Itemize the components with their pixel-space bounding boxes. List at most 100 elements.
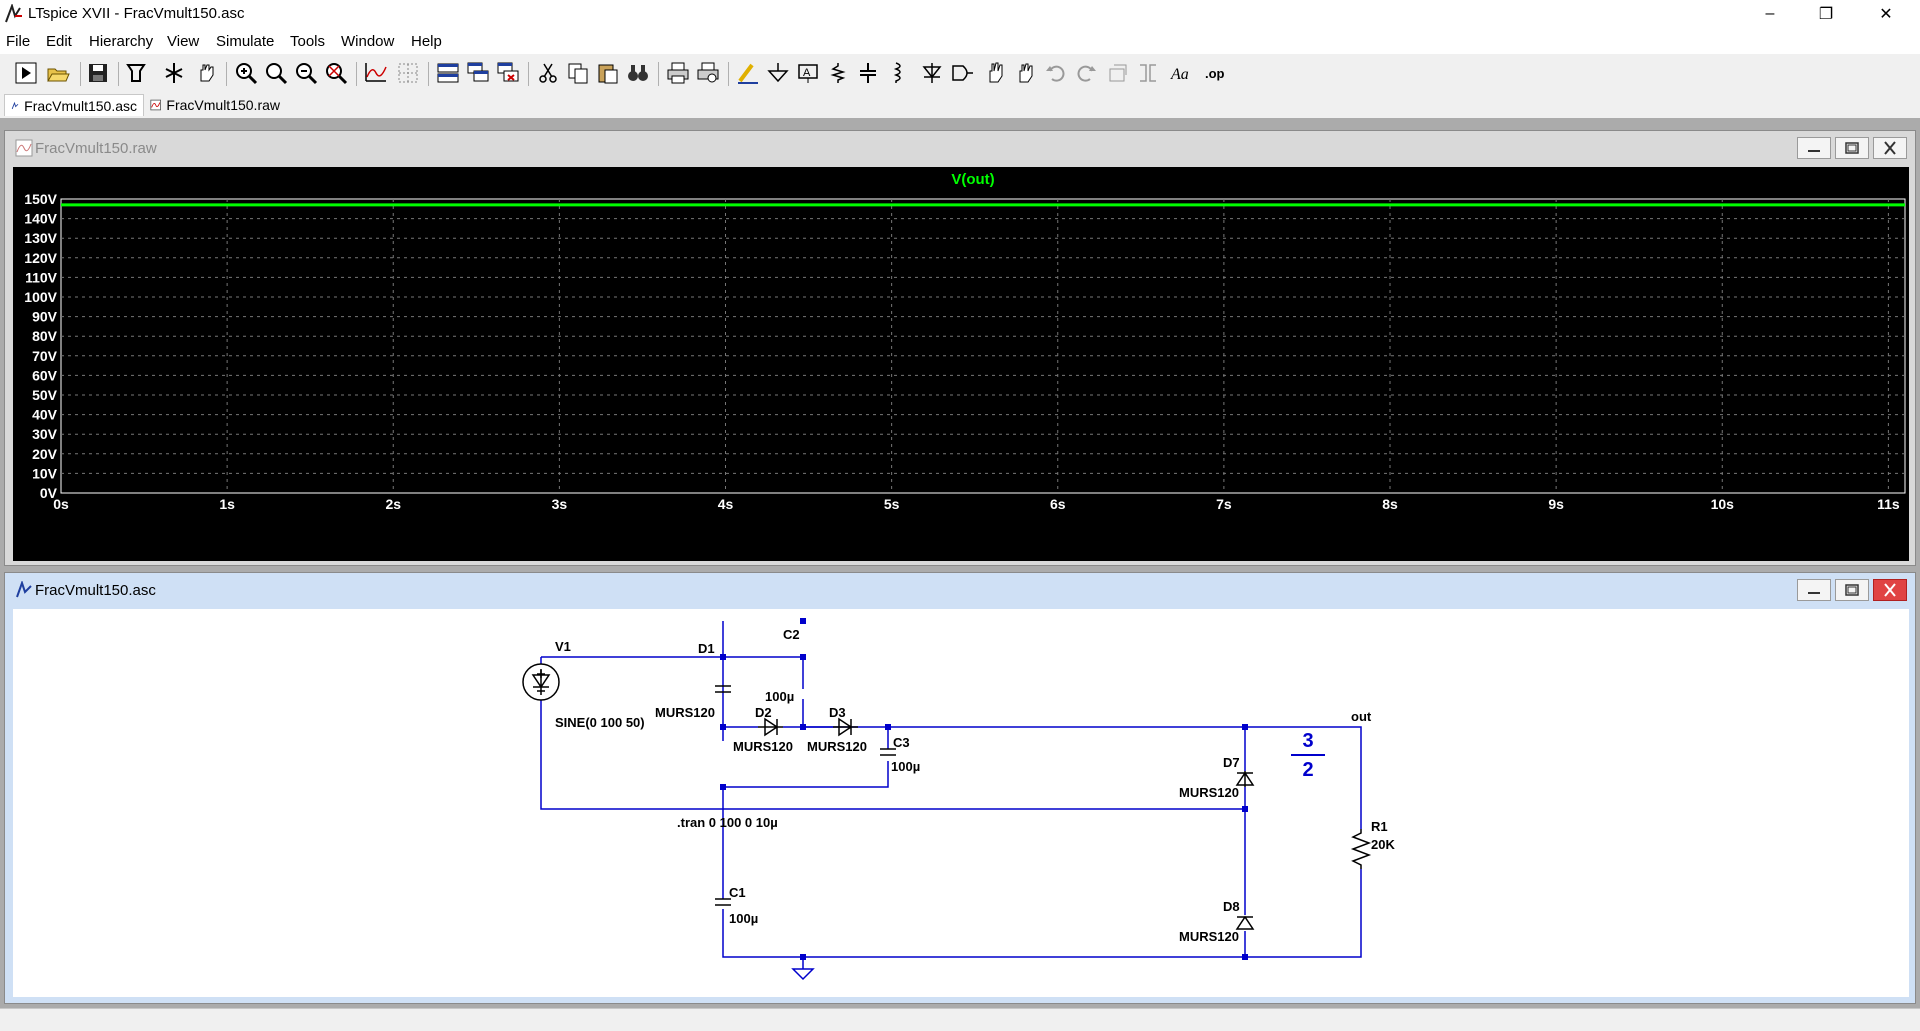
zoom-in-icon[interactable] [234, 61, 258, 85]
waveform-close-button[interactable] [1873, 137, 1907, 159]
wires[interactable] [540, 621, 1362, 969]
diode-d1[interactable] [531, 669, 551, 695]
save-icon[interactable] [86, 61, 110, 85]
d8-label[interactable]: D8 [1223, 899, 1240, 914]
waveform-window-titlebar[interactable]: FracVmult150.raw [5, 131, 1915, 165]
paste-icon[interactable] [596, 61, 620, 85]
schematic-drawing[interactable]: V1 SINE(0 100 50) D1 MURS120 C2 100µ D2 … [13, 609, 1909, 997]
inductor-icon[interactable] [886, 61, 910, 85]
c2-value[interactable]: 100µ [765, 689, 794, 704]
menu-file[interactable]: File [6, 33, 31, 50]
menu-tools[interactable]: Tools [290, 33, 326, 50]
schematic-maximize-button[interactable] [1835, 579, 1869, 601]
run-icon[interactable] [14, 61, 38, 85]
rotate-icon[interactable] [1106, 61, 1130, 85]
capacitor-icon[interactable] [856, 61, 880, 85]
schematic-window[interactable]: FracVmult150.asc [4, 572, 1916, 1004]
grid-icon[interactable] [396, 61, 420, 85]
c1-label[interactable]: C1 [729, 885, 746, 900]
d1-label[interactable]: D1 [698, 641, 715, 656]
undo-icon[interactable] [1044, 61, 1068, 85]
waveform-chart[interactable]: 150V140V130V120V110V100V90V80V70V60V50V4… [13, 167, 1909, 561]
trace-title[interactable]: V(out) [951, 171, 994, 188]
c3-value[interactable]: 100µ [891, 759, 920, 774]
fraction-numerator[interactable]: 3 [1302, 730, 1313, 752]
diode-d7[interactable] [1235, 771, 1255, 787]
tran-directive[interactable]: .tran 0 100 0 10µ [677, 815, 778, 830]
d3-model[interactable]: MURS120 [807, 739, 867, 754]
cascade-icon[interactable] [466, 61, 490, 85]
d7-model[interactable]: MURS120 [1179, 785, 1239, 800]
waveform-maximize-button[interactable] [1835, 137, 1869, 159]
waveform-minimize-button[interactable] [1797, 137, 1831, 159]
resistor-icon[interactable] [826, 61, 850, 85]
menu-help[interactable]: Help [411, 33, 442, 50]
control-panel-icon[interactable] [124, 61, 148, 85]
ground-icon[interactable] [766, 61, 790, 85]
tab-schematic[interactable]: FracVmult150.asc [4, 94, 144, 116]
capacitor-c1[interactable] [715, 898, 731, 906]
drag-icon[interactable] [1014, 61, 1038, 85]
print-icon[interactable] [666, 61, 690, 85]
draw-wire-icon[interactable] [736, 61, 760, 85]
component-icon[interactable] [950, 61, 974, 85]
menu-hierarchy[interactable]: Hierarchy [89, 33, 154, 50]
fraction-denominator[interactable]: 2 [1302, 759, 1313, 781]
schematic-close-button[interactable] [1873, 579, 1907, 601]
diode-d8[interactable] [1235, 915, 1255, 930]
mirror-icon[interactable] [1136, 61, 1160, 85]
ground-symbol[interactable] [791, 968, 815, 981]
autorange-icon[interactable] [364, 61, 388, 85]
tab-waveform[interactable]: FracVmult150.raw [144, 94, 286, 116]
menu-edit[interactable]: Edit [46, 33, 72, 50]
resistor-r1[interactable] [1350, 829, 1372, 869]
capacitor-c3[interactable] [880, 748, 896, 756]
spice-directive-icon[interactable]: .op [1204, 61, 1228, 85]
v1-label[interactable]: V1 [555, 639, 571, 654]
print-preview-icon[interactable] [696, 61, 720, 85]
menu-view[interactable]: View [167, 33, 200, 50]
find-icon[interactable] [626, 61, 650, 85]
d2-model[interactable]: MURS120 [733, 739, 793, 754]
schematic-minimize-button[interactable] [1797, 579, 1831, 601]
schematic-canvas[interactable]: V1 SINE(0 100 50) D1 MURS120 C2 100µ D2 … [13, 609, 1909, 997]
diode-d2[interactable] [758, 717, 783, 737]
diode-icon[interactable] [920, 61, 944, 85]
zoom-out-icon[interactable] [264, 61, 288, 85]
redo-icon[interactable] [1074, 61, 1098, 85]
restore-button[interactable]: ❐ [1798, 0, 1854, 28]
v1-value[interactable]: SINE(0 100 50) [555, 715, 645, 730]
capacitor-c2[interactable] [715, 685, 731, 693]
diode-d3[interactable] [833, 717, 858, 737]
d8-model[interactable]: MURS120 [1179, 929, 1239, 944]
r1-value[interactable]: 20K [1371, 837, 1395, 852]
label-net-icon[interactable]: A [796, 61, 820, 85]
zoom-back-icon[interactable] [294, 61, 318, 85]
d7-label[interactable]: D7 [1223, 755, 1240, 770]
r1-label[interactable]: R1 [1371, 819, 1388, 834]
move-icon[interactable] [984, 61, 1008, 85]
open-icon[interactable] [46, 61, 70, 85]
menu-window[interactable]: Window [341, 33, 395, 50]
text-icon[interactable]: Aa [1170, 61, 1194, 85]
schematic-window-titlebar[interactable]: FracVmult150.asc [5, 573, 1915, 607]
cut-icon[interactable] [536, 61, 560, 85]
net-label-out[interactable]: out [1351, 709, 1372, 724]
close-button[interactable]: ✕ [1858, 0, 1914, 28]
pan-icon[interactable] [194, 61, 218, 85]
c2-label[interactable]: C2 [783, 627, 800, 642]
tile-icon[interactable] [436, 61, 460, 85]
c1-value[interactable]: 100µ [729, 911, 758, 926]
d1-model[interactable]: MURS120 [655, 705, 715, 720]
zoom-fit-icon[interactable] [324, 61, 348, 85]
close-all-icon[interactable] [496, 61, 520, 85]
halt-icon[interactable] [162, 61, 186, 85]
copy-icon[interactable] [566, 61, 590, 85]
minimize-button[interactable]: – [1742, 0, 1798, 28]
d2-label[interactable]: D2 [755, 705, 772, 720]
c3-label[interactable]: C3 [893, 735, 910, 750]
menu-simulate[interactable]: Simulate [216, 33, 275, 50]
d3-label[interactable]: D3 [829, 705, 846, 720]
